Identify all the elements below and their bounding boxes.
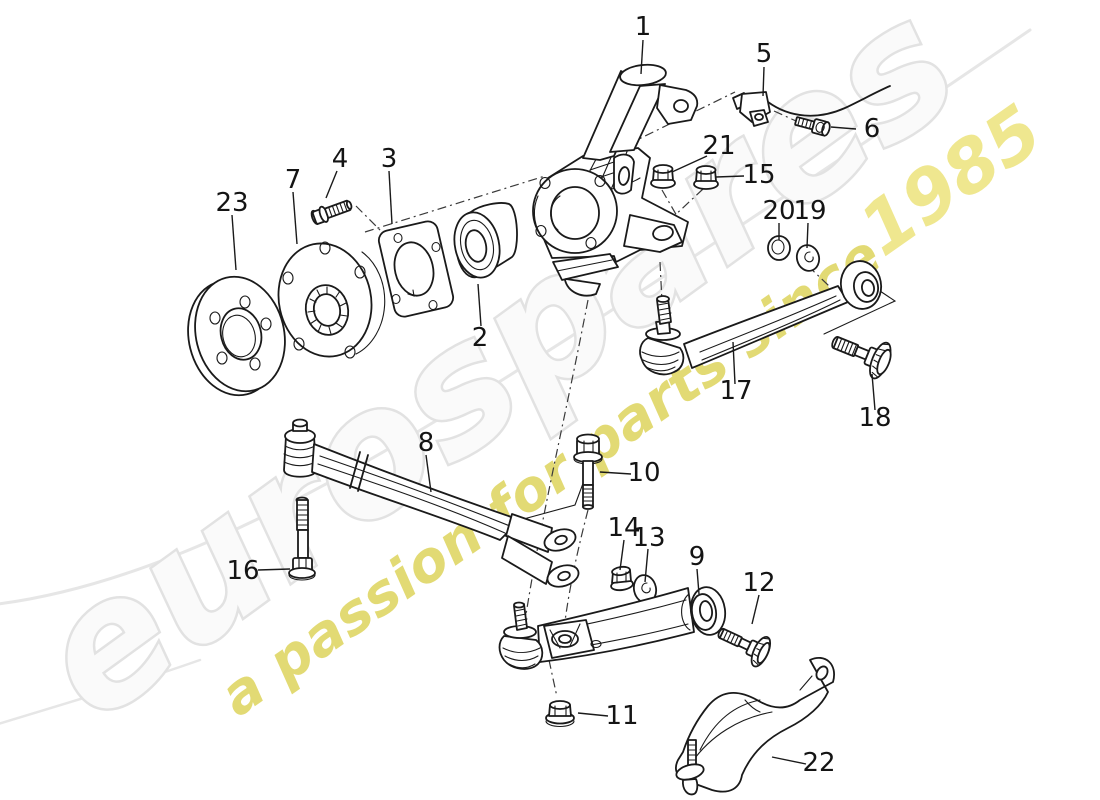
callout-16: 16 xyxy=(226,556,259,586)
callout-3: 3 xyxy=(381,144,398,174)
callout-14: 14 xyxy=(607,513,640,543)
nut15-axis-line xyxy=(671,188,704,219)
callout-4: 4 xyxy=(332,144,349,174)
part-2-wheel-bearing xyxy=(453,202,518,279)
callout-7: 7 xyxy=(285,165,302,195)
part-11-nut xyxy=(545,700,575,728)
callout-18: 18 xyxy=(858,403,891,433)
part-21-nut xyxy=(650,164,676,189)
callout-23: 23 xyxy=(215,188,248,218)
part-15-nut xyxy=(693,165,719,190)
part-5-speed-sensor xyxy=(732,85,891,127)
watermark-swoosh-curve-small xyxy=(0,658,202,725)
watermark-swoosh-curve xyxy=(0,28,1032,606)
part-1-wheel-carrier xyxy=(532,63,699,297)
callout-10: 10 xyxy=(627,458,660,488)
bolt4-axis-line xyxy=(355,205,387,237)
callout-2: 2 xyxy=(472,323,489,353)
part-7-wheel-hub xyxy=(277,241,386,359)
nut21-axis-line xyxy=(661,189,682,224)
callout-1: 1 xyxy=(635,12,652,42)
callout-13: 13 xyxy=(632,523,665,553)
part-18-bolt xyxy=(831,335,892,380)
nut11-axis-line xyxy=(548,659,558,698)
callout-leader-lines xyxy=(231,39,876,765)
spline-ticks xyxy=(307,286,348,335)
hub-axis-line xyxy=(364,175,546,233)
part-19-washer xyxy=(795,244,821,272)
knuckle-to-arm9-line xyxy=(522,299,589,635)
callout-19: 19 xyxy=(793,196,826,226)
bolt6-axis-line xyxy=(773,110,797,122)
part-22-bracket xyxy=(675,657,835,796)
watermark-brand-text: eurospares xyxy=(3,0,993,758)
part-12-bolt xyxy=(717,627,772,668)
callout-20: 20 xyxy=(762,196,795,226)
callout-15: 15 xyxy=(742,160,775,190)
callout-6: 6 xyxy=(864,114,881,144)
callout-22: 22 xyxy=(802,748,835,778)
callout-8: 8 xyxy=(418,428,435,458)
part-14-nut xyxy=(610,565,634,592)
callout-17: 17 xyxy=(719,376,752,406)
callout-9: 9 xyxy=(689,542,706,572)
part-9-control-arm xyxy=(498,586,727,670)
callout-12: 12 xyxy=(742,568,775,598)
part-6-bolt xyxy=(794,116,831,137)
part-3-retaining-plate xyxy=(377,220,455,318)
part-23-hub-disc xyxy=(187,275,286,397)
part-4-bolt xyxy=(310,199,353,225)
part-16-bolt xyxy=(288,496,316,581)
callout-21: 21 xyxy=(702,131,735,161)
callout-5: 5 xyxy=(756,39,773,69)
mount-plane-line xyxy=(823,290,897,335)
part-17-track-arm xyxy=(639,260,883,376)
part-8-fork-link xyxy=(283,418,580,588)
callout-11: 11 xyxy=(605,701,638,731)
callout-numbers: 1 5 6 21 15 20 19 23 7 4 3 2 17 18 8 10 … xyxy=(215,12,891,778)
part-10-bolt xyxy=(573,433,603,510)
